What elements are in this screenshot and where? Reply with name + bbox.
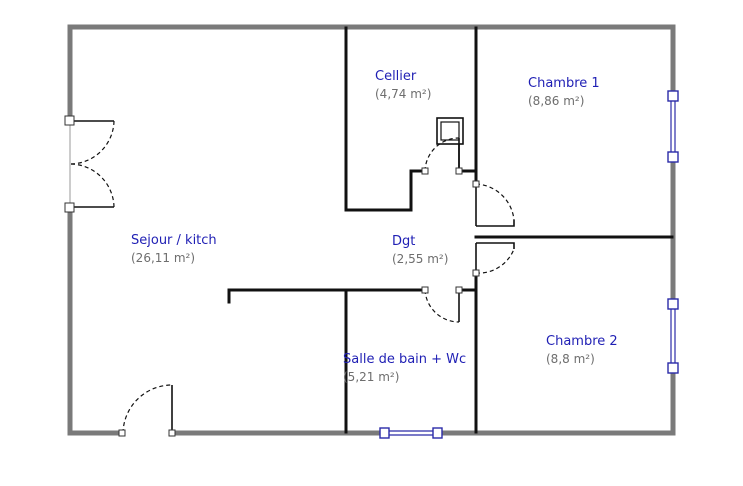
- room-area-chambre1: (8,86 m²): [528, 94, 584, 108]
- jamb: [472, 180, 480, 188]
- cellier-door-arc: [424, 137, 460, 172]
- room-area-cellier: (4,74 m²): [375, 87, 431, 101]
- jamb: [455, 167, 463, 175]
- ch1-door-leaf: [476, 220, 515, 227]
- room-area-chambre2: (8,8 m²): [546, 352, 595, 366]
- room-name-sdb: Salle de bain + Wc: [343, 352, 466, 367]
- jamb: [64, 202, 75, 213]
- jamb: [64, 115, 75, 126]
- window-chambre2: [667, 298, 679, 374]
- ch2-door-leaf: [476, 242, 515, 249]
- left-door-arc-bottom: [69, 163, 115, 208]
- ch1-door-arc: [475, 183, 515, 221]
- jamb: [421, 167, 429, 175]
- left-door-arc-top: [69, 120, 115, 165]
- room-area-sejour: (26,11 m²): [131, 251, 195, 265]
- duct-inner: [440, 121, 460, 141]
- wall-sejour-sdb: [227, 288, 427, 304]
- jamb: [118, 429, 126, 437]
- sdb-door-arc: [424, 289, 460, 323]
- room-name-dgt: Dgt: [392, 234, 415, 249]
- jamb: [455, 286, 463, 294]
- jamb: [168, 429, 176, 437]
- wall-cellier: [344, 26, 427, 212]
- room-name-chambre2: Chambre 2: [546, 334, 618, 349]
- duct-outer: [436, 117, 464, 145]
- room-name-chambre1: Chambre 1: [528, 76, 600, 91]
- ch2-door-arc: [475, 248, 515, 274]
- room-area-dgt: (2,55 m²): [392, 252, 448, 266]
- jamb: [472, 269, 480, 277]
- room-name-sejour: Sejour / kitch: [131, 233, 217, 248]
- window-bath: [379, 427, 443, 439]
- window-chambre1: [667, 90, 679, 163]
- jamb: [421, 286, 429, 294]
- room-area-sdb: (5,21 m²): [343, 370, 399, 384]
- entry-door-arc: [122, 384, 173, 434]
- room-name-cellier: Cellier: [375, 69, 417, 84]
- outer-wall: [67, 24, 676, 436]
